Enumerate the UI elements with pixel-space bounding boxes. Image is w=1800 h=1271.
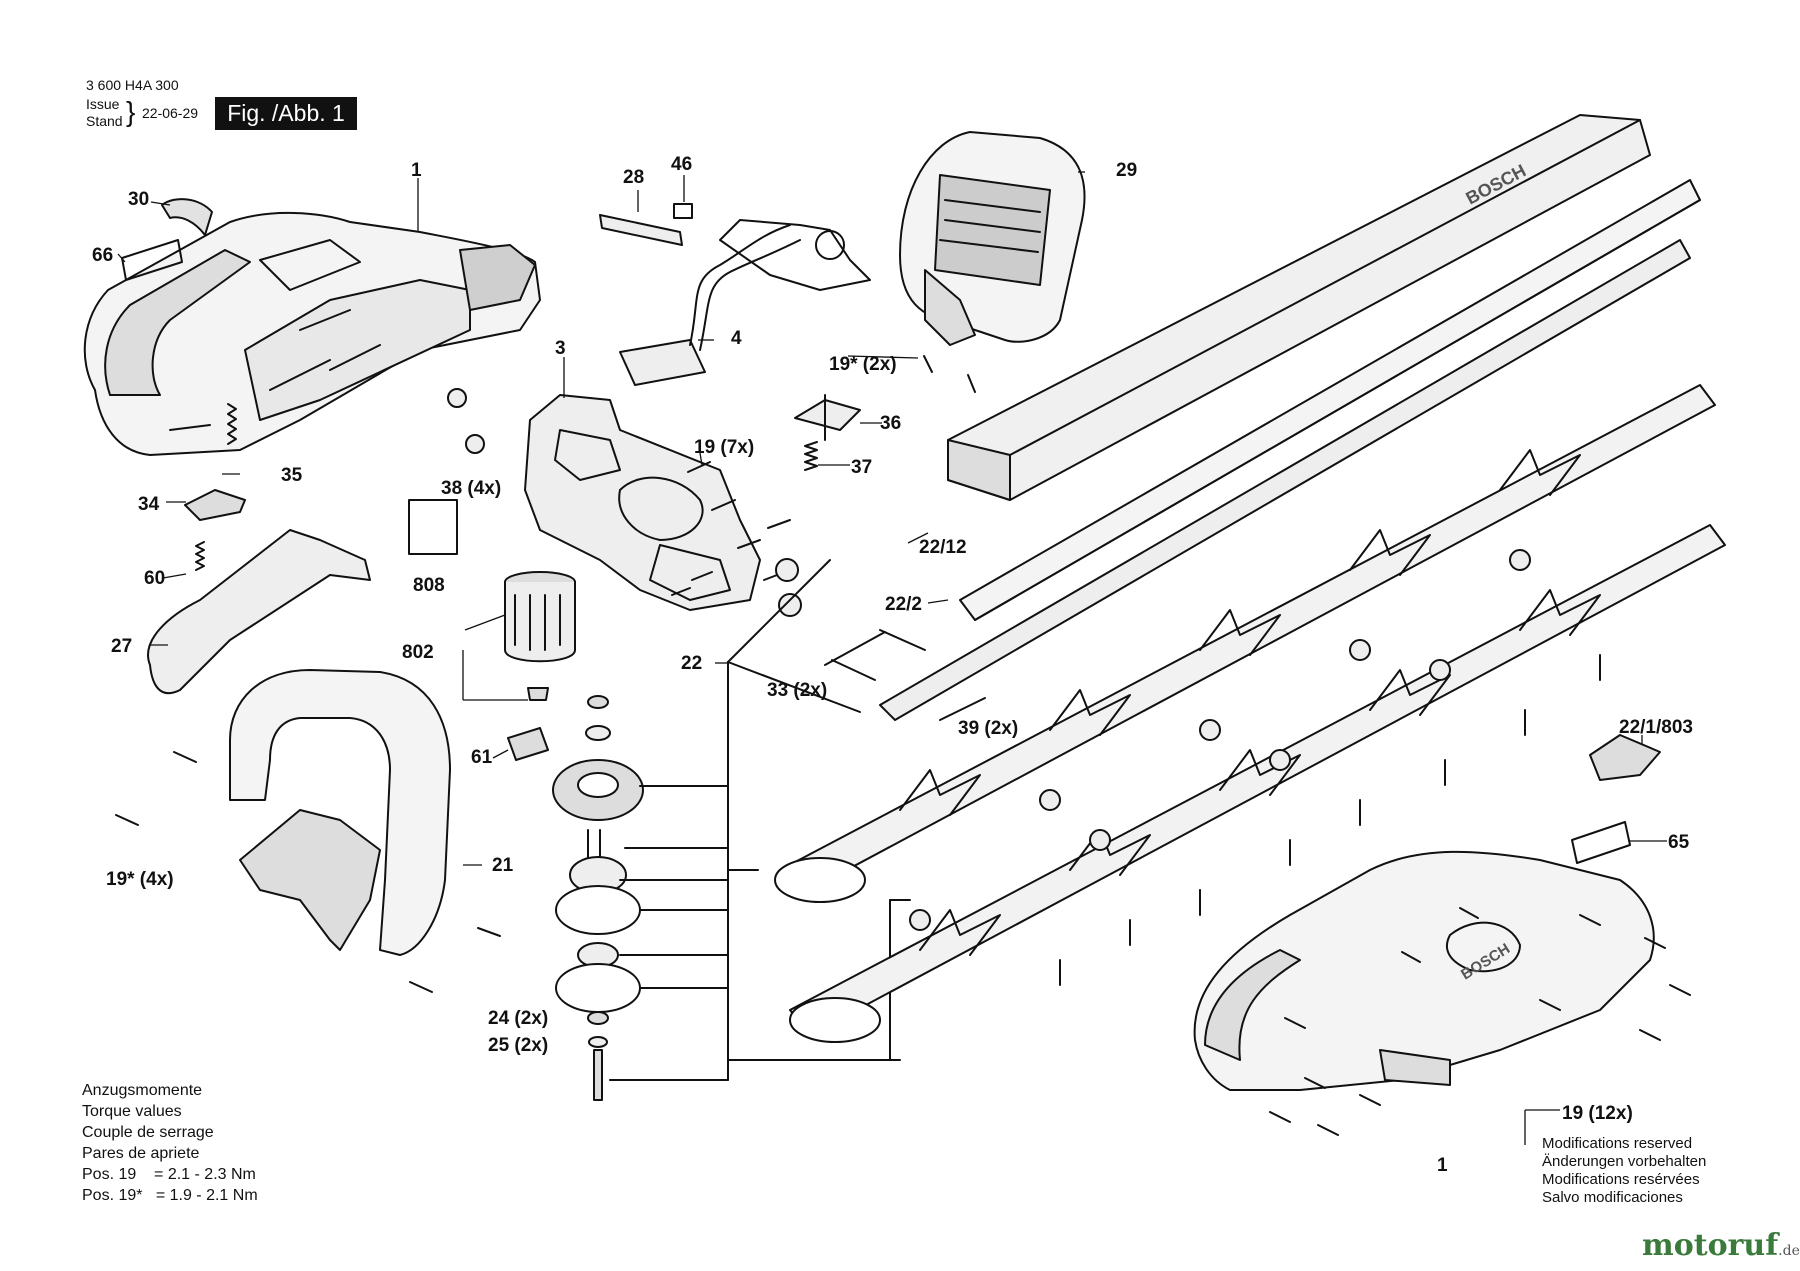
label-part-802: 802 [402, 642, 434, 663]
blade-lower [789, 524, 1726, 1043]
spring-60 [195, 541, 205, 571]
label-part-35: 35 [281, 465, 303, 486]
label-part-46: 46 [671, 154, 692, 175]
screw-19s-2x-b [967, 374, 976, 393]
label-part-4: 4 [731, 328, 742, 349]
screws-19s-4x [115, 751, 501, 993]
label-part-66: 66 [92, 245, 113, 266]
part-36 [794, 399, 861, 431]
screw-19s-2x-a [923, 355, 933, 373]
grip-28 [599, 214, 683, 246]
label-part-34: 34 [138, 494, 160, 515]
housing-left-half [83, 212, 541, 456]
modifications-line: Salvo modificaciones [1542, 1189, 1683, 1206]
label-part-39: 39 (2x) [958, 718, 1018, 739]
label-part-29: 29 [1116, 160, 1137, 181]
label-part-38: 38 (4x) [441, 478, 501, 499]
washer-38-a [447, 388, 467, 408]
torque-line: Pos. 19 = 2.1 - 2.3 Nm [82, 1166, 256, 1183]
issue-brace: } [126, 96, 136, 127]
label-part-1-top: 1 [411, 160, 422, 181]
part-22-1-803 [1589, 734, 1661, 781]
cover-30 [161, 198, 213, 236]
spring-35 [227, 403, 237, 445]
watermark-suffix: .de [1778, 1243, 1800, 1259]
torque-line: Pos. 19* = 1.9 - 2.1 Nm [82, 1187, 258, 1204]
modifications-line: Änderungen vorbehalten [1542, 1153, 1707, 1170]
label-part-19-12x: 19 (12x) [1562, 1103, 1633, 1124]
watermark-logo: motoruf.de [1642, 1228, 1800, 1263]
torque-line: Anzugsmomente [82, 1082, 203, 1099]
label-part-22: 22 [681, 653, 702, 674]
blade-upper [774, 384, 1716, 903]
label-part-25: 25 (2x) [488, 1035, 548, 1056]
modifications-line: Modifications reserved [1542, 1135, 1693, 1152]
gear-stack [552, 695, 644, 1101]
lever-27 [147, 529, 371, 695]
issue-date: 22-06-29 [142, 105, 199, 121]
gearbox-3 [524, 394, 761, 611]
blade-washers [909, 549, 1531, 931]
rear-handle-29 [899, 131, 1086, 346]
label-part-60: 60 [144, 568, 165, 589]
torque-line: Pares de apriete [82, 1145, 200, 1162]
spring-37 [804, 441, 818, 471]
leader-lines [117, 171, 1667, 1145]
rail-22-2 [959, 179, 1701, 621]
label-65 [1571, 821, 1631, 864]
label-part-19s-2x: 19* (2x) [829, 354, 897, 375]
label-808 [408, 499, 458, 555]
label-part-19s-4x: 19* (4x) [106, 869, 174, 890]
watermark-text: motoruf [1642, 1228, 1779, 1263]
label-part-24: 24 (2x) [488, 1008, 548, 1029]
torque-line: Couple de serrage [82, 1124, 214, 1141]
stand-label: Stand [86, 113, 123, 129]
label-part-65: 65 [1668, 832, 1690, 853]
label-part-28: 28 [623, 167, 644, 188]
label-part-27: 27 [111, 636, 132, 657]
label-part-3: 3 [555, 338, 566, 359]
label-part-61: 61 [471, 747, 493, 768]
label-part-22-1-803: 22/1/803 [1619, 717, 1693, 738]
switch-34 [184, 489, 246, 521]
modifications-note: Modifications reserved Änderungen vorbeh… [1542, 1135, 1706, 1207]
part-number-labels: 1 30 66 28 46 29 4 3 19* (2x) 36 19 (7x)… [92, 154, 1693, 1176]
label-part-30: 30 [128, 189, 149, 210]
rail-22 [879, 239, 1691, 721]
pinion [527, 687, 549, 701]
motor-802 [504, 571, 576, 663]
label-part-22-12: 22/12 [919, 537, 967, 558]
torque-notes: Anzugsmomente Torque values Couple de se… [82, 1080, 258, 1206]
blade-screws [1059, 654, 1601, 986]
label-part-33: 33 (2x) [767, 680, 827, 701]
part-46 [673, 203, 693, 219]
torque-line: Torque values [82, 1103, 182, 1120]
modifications-line: Modifications resérvées [1542, 1171, 1700, 1188]
label-part-19-7x: 19 (7x) [694, 437, 754, 458]
issue-label: Issue [86, 96, 120, 112]
label-part-36: 36 [880, 413, 901, 434]
label-66 [121, 239, 183, 281]
washer-38-b [465, 434, 485, 454]
wiring-harness-4 [619, 219, 871, 386]
figure-label: Fig. /Abb. 1 [215, 97, 357, 130]
screws-19-12x [1269, 907, 1691, 1136]
label-part-21: 21 [492, 855, 514, 876]
part-61 [507, 727, 549, 761]
front-handle-21 [229, 669, 451, 956]
bracket-22 [609, 559, 911, 1081]
blade-guard-22-12 [947, 114, 1651, 501]
washer-38-d [778, 593, 802, 617]
label-part-1-bottom: 1 [1437, 1155, 1448, 1176]
label-part-37: 37 [851, 457, 872, 478]
rods-33 [824, 629, 986, 721]
label-part-22-2: 22/2 [885, 594, 922, 615]
washer-38-c [775, 558, 799, 582]
screws-19-7x [671, 461, 791, 596]
label-part-808: 808 [413, 575, 445, 596]
doc-number: 3 600 H4A 300 [86, 77, 179, 93]
housing-right-half [1193, 850, 1655, 1091]
